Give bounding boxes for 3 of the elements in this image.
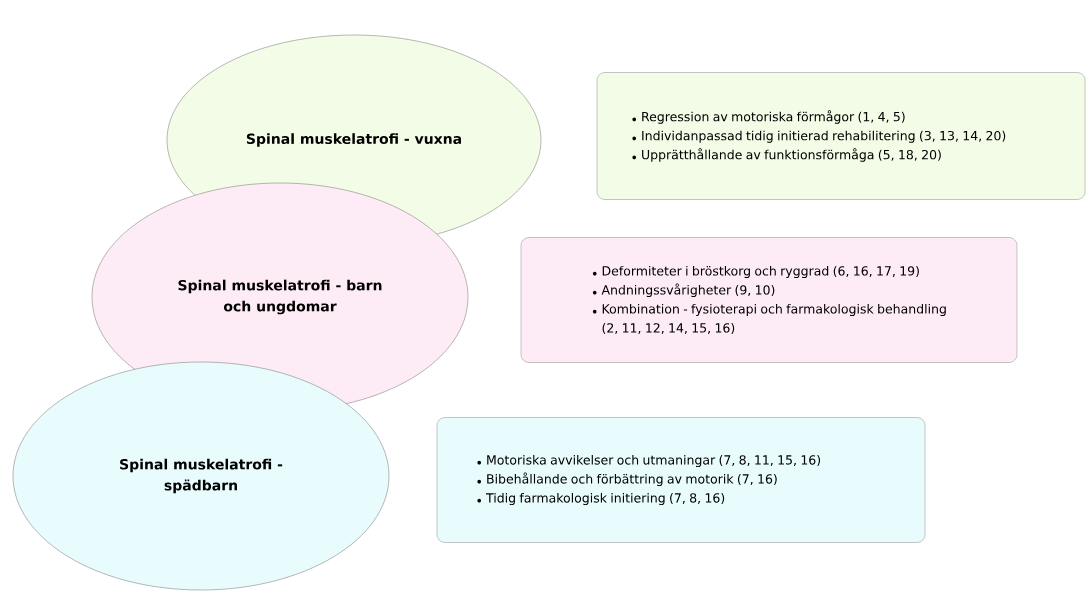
bullet-list-box: Deformiteter i bröstkorg och ryggrad (6, 16, 17, 19) Andningssvårigheter (9, 10) Kombination - fysioterapi och farmakologisk behandling (2, 11, 12, 14, 15, 16) xyxy=(520,237,1018,363)
bullet-list-box: Motoriska avvikelser och utmaningar (7, 8, 11, 15, 16) Bibehållande och förbättring av motorik (7, 16) Tidig farmakologisk initiering (7, 8, 16) xyxy=(436,417,926,543)
bullet-list-box: Regression av motoriska förmågor (1, 4, 5) Individanpassad tidig initierad rehabilitering (3, 13, 14, 20) Upprätthållande av funktionsförmåga (5, 18, 20) xyxy=(596,72,1086,200)
